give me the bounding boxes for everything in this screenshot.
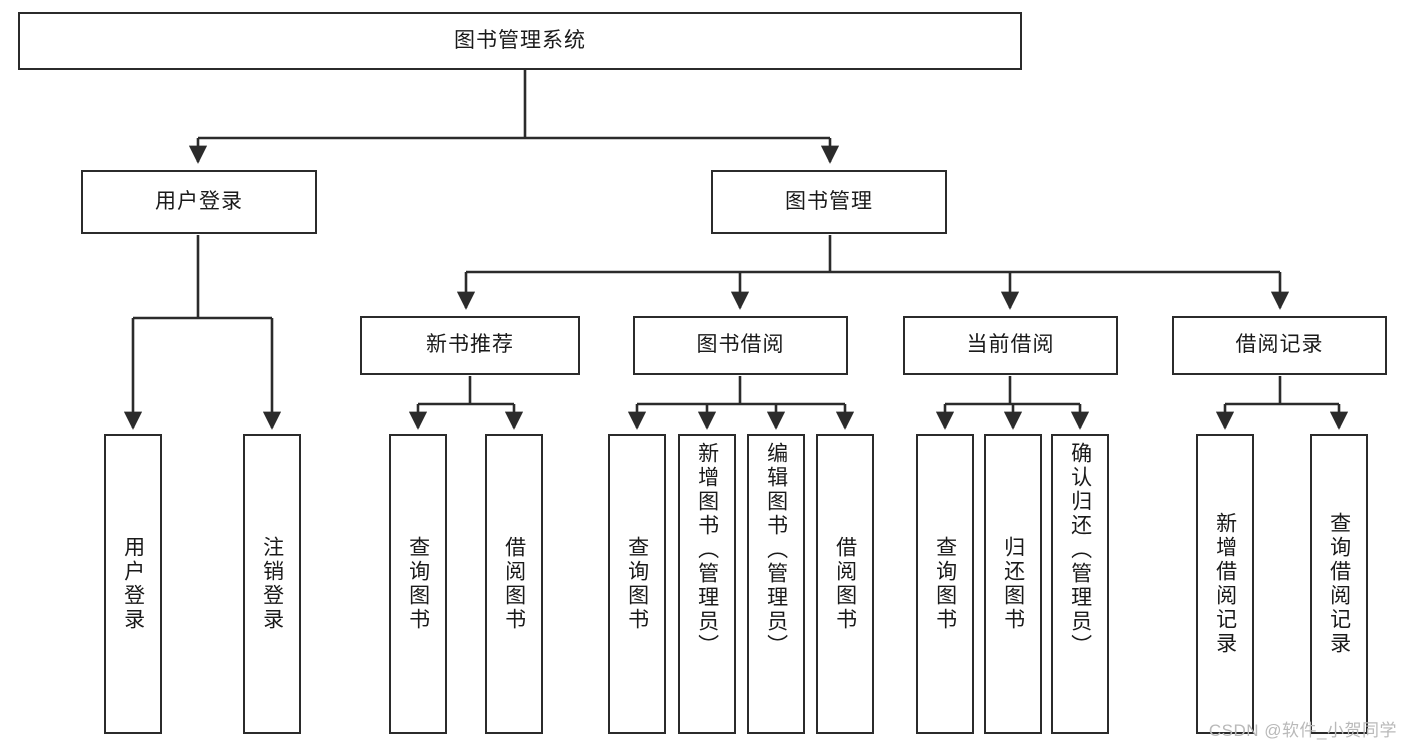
node-label: 查询借阅记录 xyxy=(1327,512,1351,656)
node-borrow-record[interactable]: 借阅记录 xyxy=(1172,316,1387,375)
node-leaf-query-book-borrow[interactable]: 查询图书 xyxy=(608,434,666,734)
node-book-management[interactable]: 图书管理 xyxy=(711,170,947,234)
node-label: 编辑图书（管理员） xyxy=(764,442,788,658)
node-label: 查询图书 xyxy=(933,536,957,632)
watermark: CSDN @软件_小贺同学 xyxy=(1208,721,1397,740)
node-label: 确认归还（管理员） xyxy=(1068,442,1092,658)
node-label: 查询图书 xyxy=(406,536,430,632)
node-label: 图书管理系统 xyxy=(454,28,586,52)
node-label: 注销登录 xyxy=(260,536,284,632)
node-label: 用户登录 xyxy=(121,536,145,632)
node-label: 图书管理 xyxy=(785,189,873,213)
node-leaf-edit-book-admin[interactable]: 编辑图书（管理员） xyxy=(747,434,805,734)
node-leaf-confirm-return-admin[interactable]: 确认归还（管理员） xyxy=(1051,434,1109,734)
node-label: 查询图书 xyxy=(625,536,649,632)
node-leaf-query-book-recommend[interactable]: 查询图书 xyxy=(389,434,447,734)
node-leaf-add-book-admin[interactable]: 新增图书（管理员） xyxy=(678,434,736,734)
node-label: 新增借阅记录 xyxy=(1213,512,1237,656)
node-label: 当前借阅 xyxy=(966,333,1055,357)
node-leaf-user-login[interactable]: 用户登录 xyxy=(104,434,162,734)
node-leaf-borrow-book[interactable]: 借阅图书 xyxy=(816,434,874,734)
node-new-book-recommend[interactable]: 新书推荐 xyxy=(360,316,580,375)
node-label: 归还图书 xyxy=(1001,536,1025,632)
node-label: 借阅记录 xyxy=(1235,333,1324,357)
node-leaf-add-borrow-record[interactable]: 新增借阅记录 xyxy=(1196,434,1254,734)
node-user-login[interactable]: 用户登录 xyxy=(81,170,317,234)
node-leaf-logout[interactable]: 注销登录 xyxy=(243,434,301,734)
node-root-book-management-system[interactable]: 图书管理系统 xyxy=(18,12,1022,70)
node-label: 用户登录 xyxy=(155,189,243,213)
node-label: 新增图书（管理员） xyxy=(695,442,719,658)
node-leaf-borrow-book-recommend[interactable]: 借阅图书 xyxy=(485,434,543,734)
node-leaf-query-borrow-record[interactable]: 查询借阅记录 xyxy=(1310,434,1368,734)
node-label: 借阅图书 xyxy=(833,536,857,632)
node-leaf-query-book-current[interactable]: 查询图书 xyxy=(916,434,974,734)
node-current-borrow[interactable]: 当前借阅 xyxy=(903,316,1118,375)
node-leaf-return-book[interactable]: 归还图书 xyxy=(984,434,1042,734)
node-label: 图书借阅 xyxy=(696,333,785,357)
node-label: 借阅图书 xyxy=(502,536,526,632)
node-book-borrow[interactable]: 图书借阅 xyxy=(633,316,848,375)
node-label: 新书推荐 xyxy=(426,333,514,357)
